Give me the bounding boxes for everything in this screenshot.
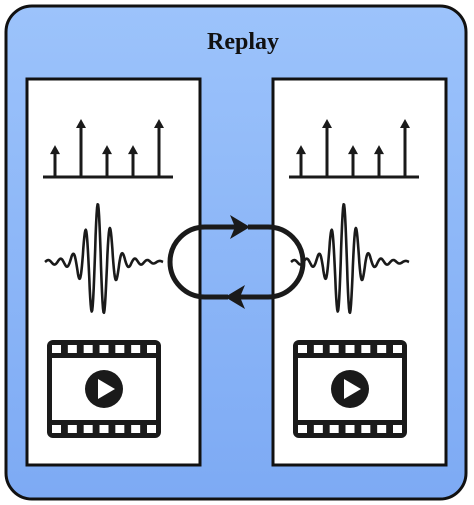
sprocket-hole <box>298 425 307 433</box>
sprocket-hole <box>298 345 307 353</box>
left-panel <box>25 77 202 467</box>
sprocket-hole <box>67 425 77 433</box>
sprocket-hole <box>99 425 109 433</box>
sprocket-hole <box>345 345 355 353</box>
right-panel <box>271 77 448 467</box>
sprocket-hole <box>393 425 402 433</box>
sprocket-hole <box>313 345 323 353</box>
right-bracket-arc <box>248 224 306 300</box>
exchange-arrows-icon <box>167 215 306 309</box>
sprocket-hole <box>329 425 339 433</box>
sprocket-hole <box>67 345 77 353</box>
sprocket-hole <box>329 345 339 353</box>
impulse-chart-icon <box>43 119 173 179</box>
sprocket-hole <box>393 345 402 353</box>
sprocket-hole <box>52 425 61 433</box>
sprocket-hole <box>115 345 125 353</box>
sprocket-hole <box>147 425 156 433</box>
waveform-icon <box>290 203 410 315</box>
impulse-arrowhead <box>374 145 384 155</box>
sprocket-hole <box>83 345 93 353</box>
sprocket-hole <box>377 345 387 353</box>
impulse-arrowhead <box>50 145 60 155</box>
diagram-title: Replay <box>207 29 279 55</box>
waveform-line <box>290 203 410 315</box>
sprocket-hole <box>147 345 156 353</box>
top-arrowhead <box>230 215 250 239</box>
left-bracket-arc <box>167 224 228 300</box>
impulse-arrowhead <box>348 145 358 155</box>
waveform-icon <box>44 203 164 315</box>
sprocket-hole <box>131 345 141 353</box>
impulse-chart-icon <box>289 119 419 179</box>
impulse-arrowhead <box>102 145 112 155</box>
impulse-arrowhead <box>296 145 306 155</box>
video-player-icon <box>47 340 161 438</box>
sprocket-hole <box>52 345 61 353</box>
bottom-arrowhead <box>225 285 245 309</box>
sprocket-hole <box>361 425 371 433</box>
impulse-arrowhead <box>400 119 410 128</box>
impulse-arrowhead <box>128 145 138 155</box>
sprocket-hole <box>377 425 387 433</box>
sprocket-hole <box>83 425 93 433</box>
sprocket-hole <box>361 345 371 353</box>
sprocket-hole <box>115 425 125 433</box>
play-triangle <box>98 379 115 399</box>
sprocket-hole <box>99 345 109 353</box>
sprocket-hole <box>313 425 323 433</box>
impulse-arrowhead <box>322 119 332 128</box>
impulse-arrowhead <box>76 119 86 128</box>
video-player-icon <box>293 340 407 438</box>
sprocket-hole <box>131 425 141 433</box>
sprocket-hole <box>345 425 355 433</box>
impulse-arrowhead <box>154 119 164 128</box>
play-triangle <box>344 379 361 399</box>
waveform-line <box>44 203 164 315</box>
